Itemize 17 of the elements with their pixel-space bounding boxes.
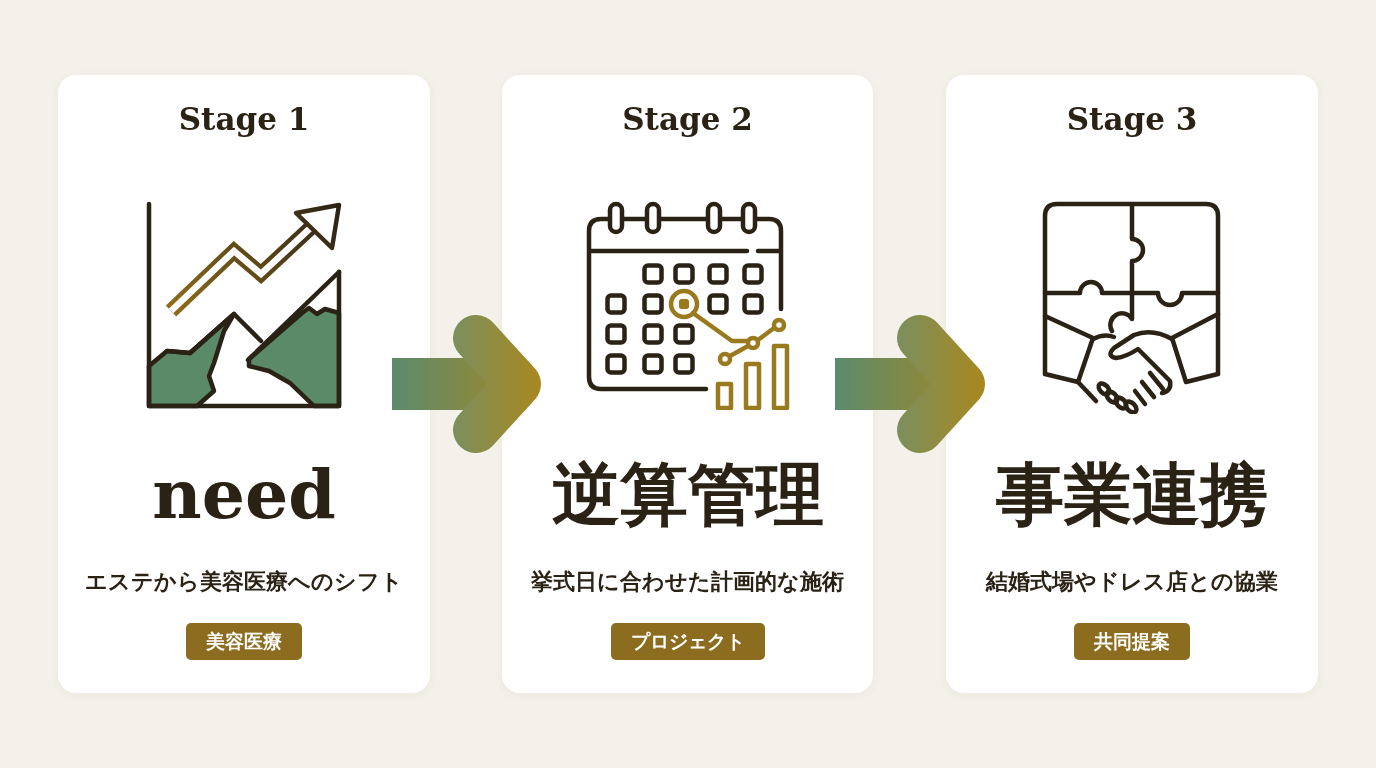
stage-heading: Stage 3 (1066, 100, 1198, 139)
tag-badge: 共同提案 (1074, 623, 1190, 660)
arrow (392, 315, 541, 453)
stage-title: need (152, 457, 336, 532)
stage-description: 結婚式場やドレス店との協業 (986, 568, 1278, 596)
stage-title: 逆算管理 (551, 457, 824, 532)
stage-card (502, 75, 873, 693)
stage-heading: Stage 2 (622, 100, 753, 139)
tag-badge: 美容医療 (186, 623, 302, 660)
stage-description: エステから美容医療へのシフト (85, 568, 403, 596)
tag-badge: プロジェクト (610, 623, 765, 660)
stage-title: 事業連携 (996, 457, 1268, 532)
stage-heading: Stage 1 (178, 100, 310, 139)
arrow (835, 315, 985, 453)
stage-description: 挙式日に合わせた計画的な施術 (531, 568, 844, 596)
stage-card (58, 75, 430, 693)
stage-card (946, 75, 1318, 693)
